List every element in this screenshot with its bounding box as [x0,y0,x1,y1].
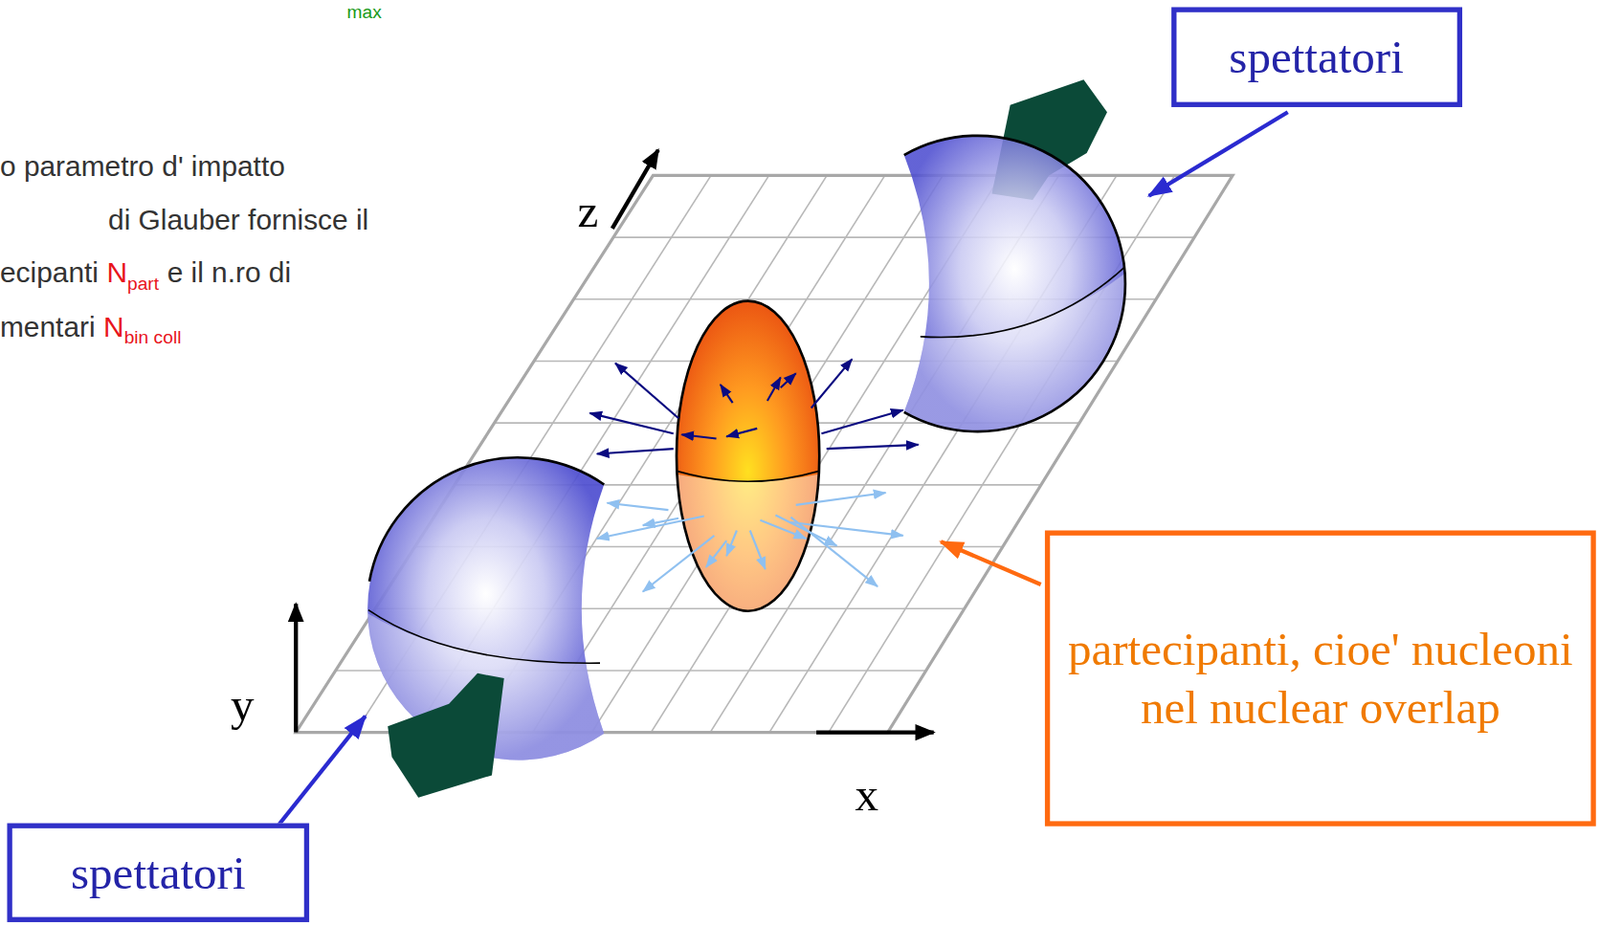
particle-arrow [643,535,715,593]
particle-arrow [811,358,853,408]
axis-label: x [855,767,880,823]
axis-arrow [612,150,659,229]
sphere-shade [897,266,1133,449]
leader-line [1149,111,1289,196]
particle-arrow [706,540,727,568]
particle-arrow [606,503,668,511]
particle-arrow [726,428,757,438]
body-text: mentari [0,311,96,343]
body-text: e il n.ro di [167,257,291,289]
symbol: N [106,257,128,289]
momentum-arrow [387,673,505,799]
callout-text: spettatori [1228,27,1404,87]
callout-box: partecipanti, cioe' nucleoni nel nuclear… [1044,530,1597,826]
body-text: o parametro d' impatto [0,151,286,183]
ellipsoid-equator [677,471,819,483]
text-line: o parametro d' impatto [0,151,286,184]
particle-arrow [821,410,903,435]
text-line: di Glauber fornisce il [108,203,369,237]
sphere-outline [904,135,1126,432]
particle-arrow [720,384,734,403]
particle-arrow [826,444,919,449]
text-line: mentariNbin coll [0,311,181,349]
callout-text: partecipanti, cioe' nucleoni nel nuclear… [1049,620,1591,738]
axis-label: z [577,183,600,239]
grid-line [533,175,886,733]
callout-box: spettatori [1171,7,1463,108]
body-text: ecipanti [0,257,99,289]
sphere-equator [368,610,600,665]
subscript: part [127,273,159,294]
text-line: ecipantiNpart e il n.ro di [0,257,291,295]
particle-arrow [750,530,766,570]
axis-arrow [816,730,934,734]
callout-text: spettatori [70,843,246,902]
particle-arrow [796,492,887,506]
particle-arrow [597,516,705,539]
particle-arrow [767,377,781,402]
particle-arrow [597,448,674,454]
leader-line [940,541,1042,585]
particle-arrow [790,522,903,536]
sphere-equator [920,266,1125,337]
particle-arrow [780,373,797,388]
particle-arrow [726,530,737,556]
particle-arrow [615,363,679,420]
ellipsoid-outline [676,301,820,612]
subscript: max [347,1,382,23]
subscript: bin coll [124,327,182,348]
axis-arrow [293,603,298,733]
symbol: N [103,311,125,343]
body-text: di Glauber fornisce il [108,203,369,236]
particle-arrow [589,413,673,434]
leader-line [277,716,366,827]
callout-box: spettatori [6,822,310,923]
sphere-outline [369,457,604,581]
particle-arrow [681,434,716,439]
grid-line [591,175,943,733]
axis-label: y [230,677,255,733]
particle-arrow [759,520,806,539]
